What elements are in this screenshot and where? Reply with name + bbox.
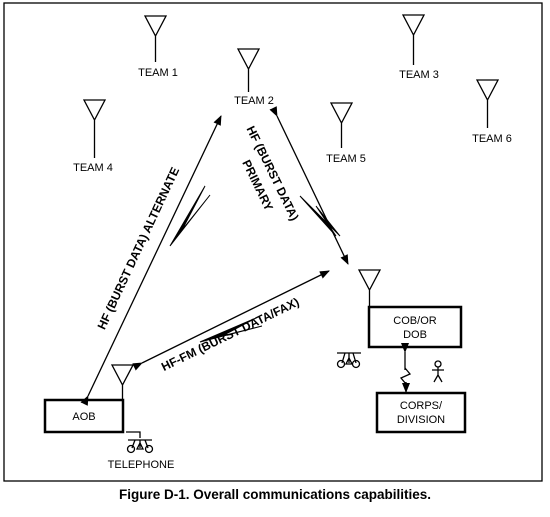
telephone-label: TELEPHONE	[108, 459, 175, 471]
lightning-icon-hffm	[199, 317, 263, 343]
team5-label: TEAM 5	[326, 153, 366, 165]
antenna-icon-team2	[236, 48, 261, 92]
team2-label: TEAM 2	[234, 95, 274, 107]
team4-label: TEAM 4	[73, 162, 113, 174]
telephone-icon-aob	[126, 431, 154, 454]
antenna-icon-team3	[401, 14, 426, 65]
telephone-icon-cob	[336, 352, 361, 369]
corps-division-box	[375, 391, 467, 434]
corps-label-line1: CORPS/	[400, 400, 443, 412]
lightning-icon-alternate	[169, 185, 211, 247]
cob-label-line1: COB/OR	[393, 315, 436, 327]
corps-label-line2: DIVISION	[397, 414, 445, 426]
figure-caption: Figure D-1. Overall communications capab…	[119, 487, 431, 502]
arrow-icon-alternate-link	[80, 115, 222, 406]
team1-label: TEAM 1	[138, 67, 178, 79]
lightning-icon-primary	[299, 195, 341, 237]
antenna-icon-aob	[110, 364, 135, 400]
arrow-icon-hffm-link	[132, 270, 330, 371]
cob-dob-box	[367, 305, 463, 349]
person-icon	[432, 360, 444, 383]
alternate-link-label: HF (BURST DATA) ALTERNATE	[95, 165, 183, 332]
cob-label-line2: DOB	[403, 329, 427, 341]
team3-label: TEAM 3	[399, 69, 439, 81]
antenna-icon-team5	[329, 102, 354, 148]
arrow-icon-primary-link	[269, 106, 349, 265]
antenna-icon-cob	[357, 269, 382, 307]
team6-label: TEAM 6	[472, 133, 512, 145]
antenna-icon-team6	[475, 79, 500, 128]
aob-label: AOB	[72, 411, 95, 423]
antenna-icon-team1	[143, 15, 168, 62]
antenna-icon-team4	[82, 99, 107, 158]
hffm-link-label: HF-FM (BURST DATA/FAX)	[159, 295, 301, 374]
lightning-icon-corps-link	[399, 343, 412, 393]
figure-frame	[3, 2, 543, 482]
